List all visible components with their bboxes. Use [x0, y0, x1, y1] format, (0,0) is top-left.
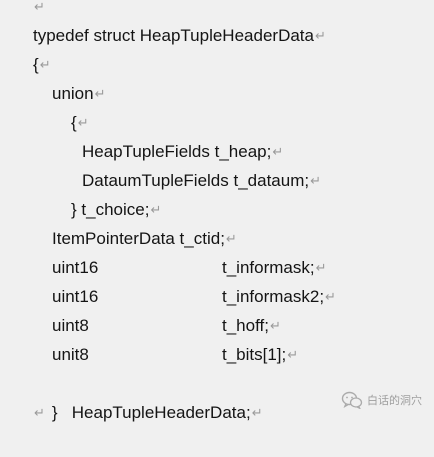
paragraph-mark-icon: ↵ — [272, 144, 284, 159]
paragraph-mark-icon: ↵ — [287, 347, 299, 362]
line-text: typedef struct HeapTupleHeaderData — [33, 26, 314, 45]
line-text: { — [33, 55, 39, 74]
code-line-4: {↵ — [71, 108, 89, 137]
code-line-11: uint8 t_hoff;↵ — [52, 311, 412, 340]
wechat-logo-icon — [341, 391, 363, 409]
field-text: t_informask2; — [222, 287, 325, 306]
line-text: union — [52, 84, 94, 103]
paragraph-mark-icon: ↵ — [315, 260, 327, 275]
line-text: HeapTupleFields t_heap; — [82, 142, 272, 161]
code-line-7: } t_choice;↵ — [71, 195, 161, 224]
code-line-1: typedef struct HeapTupleHeaderData↵ — [33, 21, 326, 50]
code-line-0: ↵ — [33, 0, 45, 21]
code-line-2: {↵ — [33, 50, 51, 79]
line-type: uint16 — [52, 258, 99, 277]
code-line-14: ↵ — [33, 398, 45, 427]
watermark: 白话的洞穴 — [341, 389, 422, 411]
field-text: t_hoff; — [222, 316, 269, 335]
code-line-6: DataumTupleFields t_dataum;↵ — [82, 166, 321, 195]
code-line-3: union↵ — [52, 79, 106, 108]
line-text: { — [71, 113, 77, 132]
paragraph-mark-icon: ↵ — [39, 57, 51, 72]
paragraph-mark-icon: ↵ — [77, 115, 89, 130]
paragraph-mark-icon: ↵ — [251, 405, 263, 420]
field-text: t_informask; — [222, 258, 315, 277]
line-field: t_bits[1];↵ — [222, 340, 298, 370]
paragraph-mark-icon: ↵ — [94, 86, 106, 101]
paragraph-mark-icon: ↵ — [150, 202, 162, 217]
line-type: uint16 — [52, 287, 99, 306]
line-field: t_hoff;↵ — [222, 311, 281, 341]
line-text: ItemPointerData t_ctid; — [52, 229, 225, 248]
code-line-12: unit8 t_bits[1];↵ — [52, 340, 412, 369]
paragraph-mark-icon: ↵ — [225, 231, 237, 246]
code-line-10: uint16 t_informask2;↵ — [52, 282, 412, 311]
line-type: unit8 — [52, 345, 89, 364]
code-document: ↵ typedef struct HeapTupleHeaderData↵ {↵… — [33, 0, 422, 422]
paragraph-mark-icon: ↵ — [34, 405, 45, 420]
line-text: DataumTupleFields t_dataum; — [82, 171, 310, 190]
paragraph-mark-icon: ↵ — [34, 0, 45, 14]
code-line-9: uint16 t_informask;↵ — [52, 253, 412, 282]
code-line-8: ItemPointerData t_ctid;↵ — [52, 224, 237, 253]
paragraph-mark-icon: ↵ — [325, 289, 336, 304]
line-text: } t_choice; — [71, 200, 150, 219]
watermark-text: 白话的洞穴 — [367, 395, 422, 407]
paragraph-mark-icon: ↵ — [314, 28, 326, 43]
paragraph-mark-icon: ↵ — [310, 173, 321, 188]
code-line-5: HeapTupleFields t_heap;↵ — [82, 137, 283, 166]
line-type: uint8 — [52, 316, 89, 335]
field-text: t_bits[1]; — [222, 345, 287, 364]
line-text: } HeapTupleHeaderData; — [51, 403, 251, 422]
line-field: t_informask2;↵ — [222, 282, 336, 312]
code-line-13: } HeapTupleHeaderData;↵ — [33, 369, 263, 422]
paragraph-mark-icon: ↵ — [269, 318, 281, 333]
line-field: t_informask;↵ — [222, 253, 327, 283]
